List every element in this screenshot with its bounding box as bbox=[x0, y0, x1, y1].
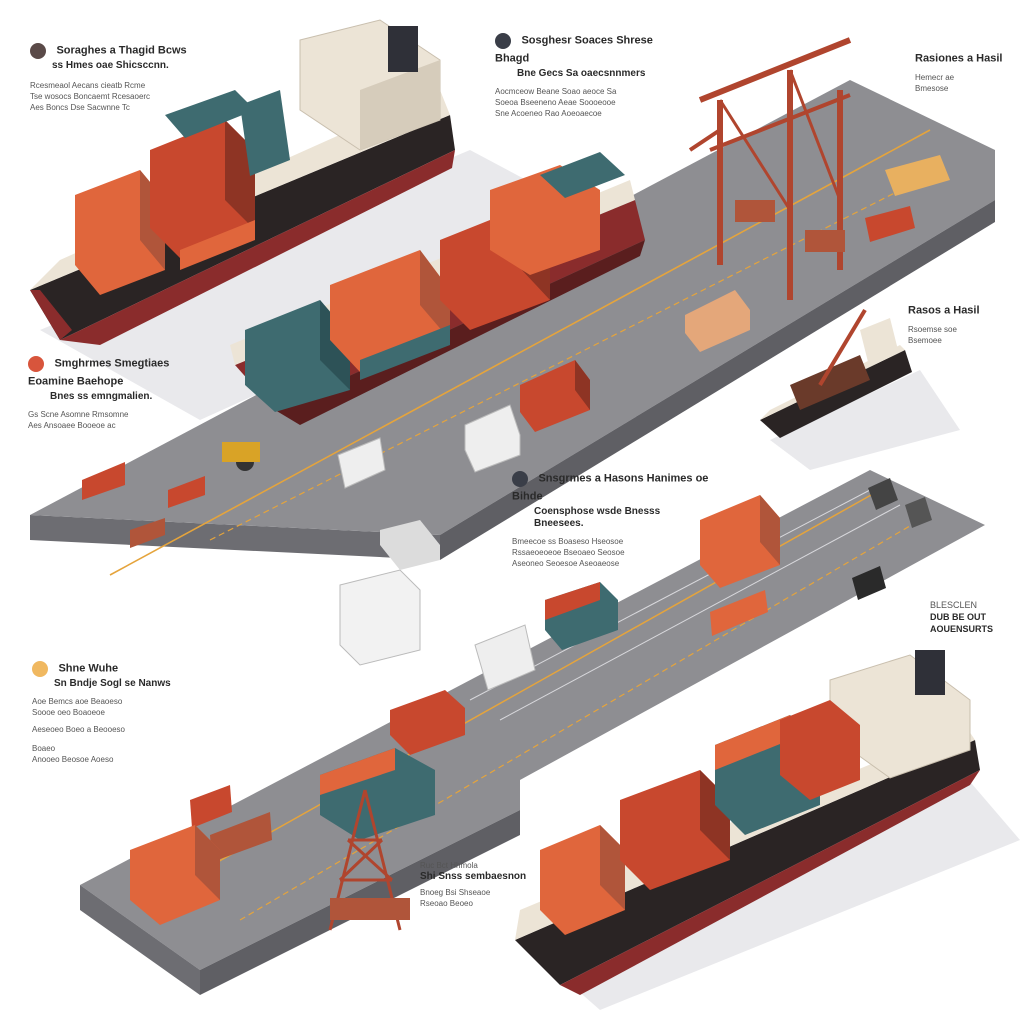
callout-line: Gs Scne Asomne Rmsomne bbox=[28, 410, 129, 419]
callout-title: Ruc Bct Hhmola bbox=[420, 861, 478, 870]
callout-storage: Shne Wuhe Sn Bndje Sogl se Nanws Aoe Bem… bbox=[32, 660, 202, 765]
bullet-dot-icon bbox=[30, 42, 46, 59]
callout-departure: BLESCLEN DUB BE OUT AOUENSURTS bbox=[930, 600, 1020, 635]
callout-yard-handling: Snsgrmes a Hasons Hanimes oe Bihde Coens… bbox=[512, 470, 712, 569]
bullet-dot-icon bbox=[28, 355, 44, 372]
callout-line: Bnoeg Bsi Shseaoe bbox=[420, 888, 491, 897]
callout-ship-loading: Soraghes a Thagid Bcws ss Hmes oae Shics… bbox=[30, 42, 200, 113]
derrick-base bbox=[330, 898, 410, 920]
container-ship-icon bbox=[230, 152, 645, 425]
callout-line: Aseoneo Seoesoe Aseoaeose bbox=[512, 559, 620, 568]
callout-title: Smghrmes Smegtiaes Eoamine Baehope bbox=[28, 357, 170, 388]
callout-line: Bmesose bbox=[915, 84, 949, 93]
callout-line: Aeseoeo Boeo a Beooeso bbox=[32, 725, 125, 734]
callout-title: Snsgrmes a Hasons Hanimes oe Bihde bbox=[512, 472, 709, 503]
callout-title: BLESCLEN bbox=[930, 600, 978, 610]
callout-subtitle: DUB BE OUT AOUENSURTS bbox=[930, 612, 994, 634]
callout-title: Sosghesr Soaces Shrese Bhagd bbox=[495, 34, 653, 65]
callout-line: Bmeecoe ss Boaseso Hseosoe bbox=[512, 537, 624, 546]
callout-subtitle: ss Hmes oae Shicsccnn. bbox=[52, 60, 169, 71]
callout-subtitle: Bne Gecs Sa oaecsnnmers bbox=[517, 68, 646, 79]
callout-cargo-strategy: Smghrmes Smegtiaes Eoamine Baehope Bnes … bbox=[28, 355, 213, 431]
truck-icon bbox=[222, 404, 521, 489]
callout-crane-result: Rasiones a Hasil Hemecr ae Bmesose bbox=[915, 50, 1015, 94]
container-ship-icon bbox=[515, 650, 980, 995]
callout-title: Rasos a Hasil bbox=[908, 304, 980, 317]
callout-tug-result: Rasos a Hasil Rsoemse soe Bsemoee bbox=[908, 302, 1008, 346]
callout-subtitle: Sn Bndje Sogl se Nanws bbox=[54, 678, 171, 689]
callout-line: Boaeo bbox=[32, 744, 56, 753]
callout-line: Soooe oeo Boaoeoe bbox=[32, 708, 105, 717]
callout-line: Aes Boncs Dse Sacwnne Tc bbox=[30, 103, 130, 112]
container-ship-icon bbox=[30, 19, 455, 345]
callout-line: Rsoemse soe bbox=[908, 325, 957, 334]
bullet-dot-icon bbox=[495, 32, 511, 49]
callout-line: Tse wosocs Boncaemt Rcesaoerc bbox=[30, 92, 151, 101]
container-stack-icon bbox=[130, 495, 780, 925]
tugboat-icon bbox=[760, 308, 912, 438]
callout-title: Rasiones a Hasil bbox=[915, 52, 1003, 65]
forklift-icon bbox=[852, 478, 932, 600]
callout-subtitle: Bnes ss emngmalien. bbox=[50, 391, 153, 402]
callout-line: Rcesmeaol Aecans cieatb Rcme bbox=[30, 81, 146, 90]
bullet-dot-icon bbox=[32, 660, 48, 677]
callout-title: Shne Wuhe bbox=[58, 662, 119, 675]
callout-line: Anooeo Beosoe Aoeso bbox=[32, 755, 114, 764]
callout-subtitle: Shi Snss sembaesnon bbox=[420, 871, 527, 882]
callout-line: Soeoa Bseeneno Aeae Soooeooe bbox=[495, 98, 616, 107]
callout-line: Aes Ansoaee Booeoe ac bbox=[28, 421, 116, 430]
bullet-dot-icon bbox=[512, 470, 528, 487]
container-stack-icon bbox=[82, 155, 950, 548]
callout-berth-operations: Sosghesr Soaces Shrese Bhagd Bne Gecs Sa… bbox=[495, 32, 685, 119]
callout-derrick: Ruc Bct Hhmola Shi Snss sembaesnon Bnoeg… bbox=[420, 860, 530, 909]
callout-line: Sne Acoeneo Rao Aoeoaecoe bbox=[495, 109, 602, 118]
callout-line: Aocmceow Beane Soao aeoce Sa bbox=[495, 87, 617, 96]
callout-title: Soraghes a Thagid Bcws bbox=[56, 44, 187, 57]
warehouse-icon bbox=[339, 520, 536, 691]
callout-line: Bsemoee bbox=[908, 336, 942, 345]
crane-trolley bbox=[735, 200, 845, 252]
callout-line: Rseoao Beoeo bbox=[420, 899, 473, 908]
callout-line: Aoe Bemcs aoe Beaoeso bbox=[32, 697, 123, 706]
callout-line: Rssaeoeoeoe Bseoaeo Seosoe bbox=[512, 548, 625, 557]
callout-line: Hemecr ae bbox=[915, 73, 955, 82]
callout-subtitle: Coensphose wsde Bnesss Bneesees. bbox=[534, 506, 661, 529]
